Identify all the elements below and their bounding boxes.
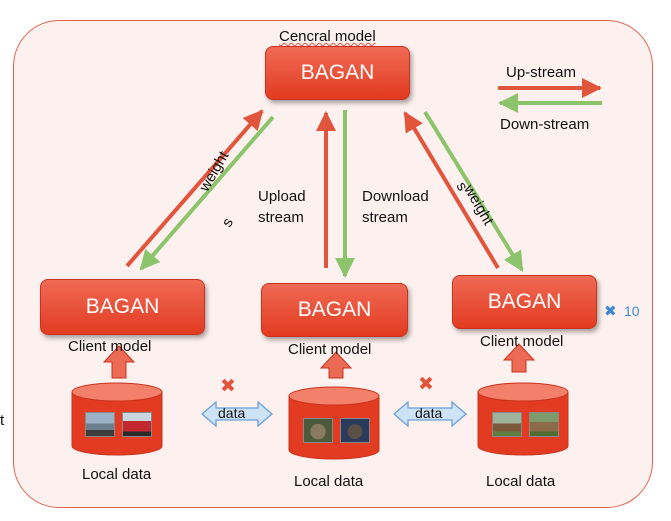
data-to-client-arrow-left <box>102 345 136 379</box>
cat-image-1 <box>303 418 333 443</box>
animal-image-2 <box>529 412 559 437</box>
data-to-client-arrow-right <box>502 343 536 373</box>
upstream-arrow-left <box>125 109 264 268</box>
client-model-caption-right: Client model <box>480 333 564 350</box>
cat-image-2 <box>340 418 370 443</box>
central-bagan-box: BAGAN <box>265 46 410 100</box>
download-stream-label: Download stream <box>362 188 429 226</box>
blocked-x-icon-left: ✖ <box>220 376 236 397</box>
client-model-caption-middle: Client model <box>288 341 372 358</box>
data-to-client-arrow-middle <box>319 351 353 379</box>
local-data-cylinder-left <box>71 382 163 456</box>
central-model-title: Cencral model <box>279 28 376 45</box>
downstream-arrow-left <box>139 115 275 271</box>
car-image-1 <box>85 412 115 437</box>
data-exchange-label-right: data <box>415 405 443 421</box>
car-image-2 <box>122 412 152 437</box>
legend-upstream-label: Up-stream <box>506 64 577 81</box>
client-bagan-box-right: BAGAN <box>452 275 597 329</box>
local-data-label-right: Local data <box>486 473 556 490</box>
local-data-cylinder-middle <box>288 386 380 460</box>
local-data-cylinder-right <box>477 382 569 456</box>
client-bagan-box-left: BAGAN <box>40 279 205 335</box>
local-data-label-left: Local data <box>82 466 152 483</box>
upstream-arrow-right <box>403 111 500 270</box>
downstream-arrow-right <box>423 110 524 272</box>
data-exchange-arrow-right <box>393 400 467 428</box>
animal-image-1 <box>492 412 522 437</box>
data-exchange-label-left: data <box>218 405 246 421</box>
edge-glyph: t <box>0 412 5 429</box>
client-bagan-box-middle: BAGAN <box>261 283 408 337</box>
multiplier-x-icon: ✖ <box>604 303 617 320</box>
legend-downstream-label: Down-stream <box>500 116 590 133</box>
client-model-caption-left: Client model <box>68 338 152 355</box>
blocked-x-icon-right: ✖ <box>418 374 434 395</box>
data-exchange-arrow-left <box>201 400 273 428</box>
local-data-label-middle: Local data <box>294 473 364 490</box>
upload-stream-label: Upload stream <box>258 188 306 226</box>
multiplier-count: 10 <box>624 303 640 319</box>
